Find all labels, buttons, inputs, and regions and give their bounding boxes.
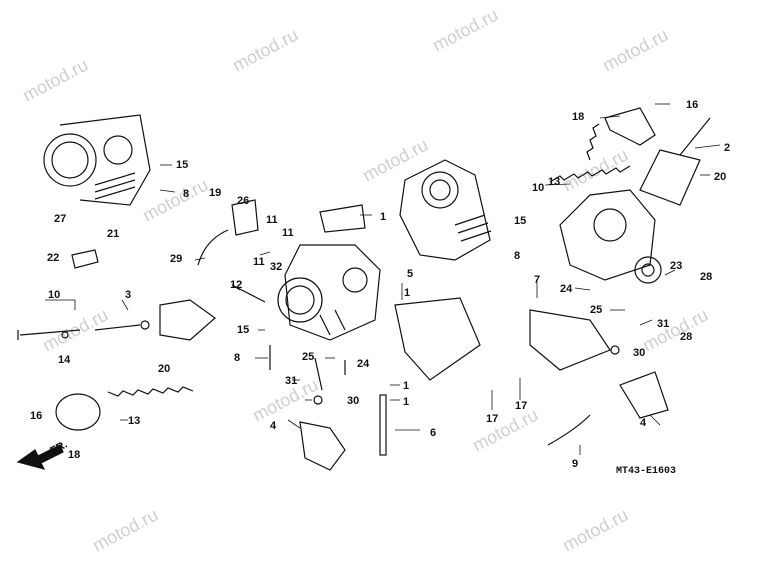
spring-seat — [379, 394, 387, 456]
callout-4: 4 — [270, 420, 277, 432]
callout-24: 24 — [560, 283, 573, 295]
stop-screw — [17, 329, 81, 340]
callout-11: 11 — [253, 256, 265, 268]
callout-15: 15 — [237, 324, 250, 336]
spring — [549, 165, 631, 183]
callout-3: 3 — [125, 289, 132, 301]
front-arrow — [16, 444, 64, 470]
callout-17: 17 — [515, 400, 528, 412]
callout-22: 22 — [47, 252, 60, 264]
callout-8: 8 — [183, 188, 190, 200]
callout-27: 27 — [54, 213, 67, 225]
carburetor-body-right — [559, 189, 662, 284]
clip-4 — [299, 421, 346, 471]
callout-20: 20 — [158, 363, 171, 375]
callout-16: 16 — [30, 410, 43, 422]
callout-10: 10 — [532, 182, 545, 194]
callout-1: 1 — [404, 287, 411, 299]
callout-14: 14 — [58, 354, 71, 366]
callout-11: 11 — [282, 227, 294, 239]
callout-7: 7 — [534, 274, 541, 286]
gasket-1 — [319, 204, 366, 233]
spring-13 — [107, 386, 194, 397]
callout-1: 1 — [380, 211, 387, 223]
callout-4: 4 — [640, 417, 647, 429]
diaphragm — [639, 149, 701, 206]
carburetor-body-upper — [399, 159, 492, 261]
callout-9: 9 — [572, 458, 579, 470]
callout-30: 30 — [633, 347, 646, 359]
callout-13: 13 — [548, 176, 561, 188]
callout-16: 16 — [686, 99, 699, 111]
callout-26: 26 — [237, 195, 250, 207]
callout-21: 21 — [107, 228, 120, 240]
cover-18 — [55, 393, 101, 431]
callout-15: 15 — [514, 215, 527, 227]
callout-13: 13 — [128, 415, 141, 427]
callout-1: 1 — [403, 380, 410, 392]
washer-30 — [610, 345, 620, 355]
callout-5: 5 — [407, 268, 414, 280]
washer — [140, 320, 150, 330]
diagram-code: MT43-E1603 — [616, 466, 677, 477]
washer — [61, 331, 69, 339]
callout-17: 17 — [486, 413, 499, 425]
callout-6: 6 — [430, 427, 437, 439]
washer-30 — [313, 395, 323, 405]
callout-31: 31 — [657, 318, 670, 330]
needle-jet — [314, 357, 323, 391]
carburetor-assembly-top-left — [43, 114, 151, 206]
float-chamber-2 — [529, 309, 611, 371]
bracket-22 — [71, 249, 99, 269]
callout-11: 11 — [266, 214, 278, 226]
top-cover — [604, 107, 656, 146]
spring — [586, 123, 600, 161]
callout-15: 15 — [176, 159, 189, 171]
callout-8: 8 — [514, 250, 521, 262]
jet-9 — [547, 414, 591, 446]
callout-31: 31 — [285, 375, 298, 387]
callout-29: 29 — [170, 253, 183, 265]
vacuum-piston — [159, 299, 216, 341]
callout-25: 25 — [302, 351, 315, 363]
callout-18: 18 — [572, 111, 585, 123]
callout-24: 24 — [357, 358, 370, 370]
screw-3 — [94, 324, 141, 331]
callout-25: 25 — [590, 304, 603, 316]
float-chamber — [394, 297, 481, 381]
leader-lines — [45, 103, 721, 455]
callout-30: 30 — [347, 395, 360, 407]
long-screw — [679, 117, 711, 156]
callout-20: 20 — [714, 171, 727, 183]
hose-29 — [197, 229, 229, 266]
callout-32: 32 — [270, 261, 283, 273]
callout-19: 19 — [209, 187, 222, 199]
callout-28: 28 — [680, 331, 693, 343]
needle-12 — [231, 284, 266, 303]
callout-23: 23 — [670, 260, 683, 272]
callout-2: 2 — [724, 142, 731, 154]
unit-4b — [619, 371, 669, 419]
callout-1: 1 — [403, 396, 410, 408]
sub-assembly-26 — [231, 199, 259, 236]
callout-12: 12 — [230, 279, 243, 291]
callout-8: 8 — [234, 352, 241, 364]
callout-10: 10 — [48, 289, 61, 301]
callout-28: 28 — [700, 271, 713, 283]
callout-18: 18 — [68, 449, 81, 461]
carburetor-body-center — [277, 244, 381, 341]
